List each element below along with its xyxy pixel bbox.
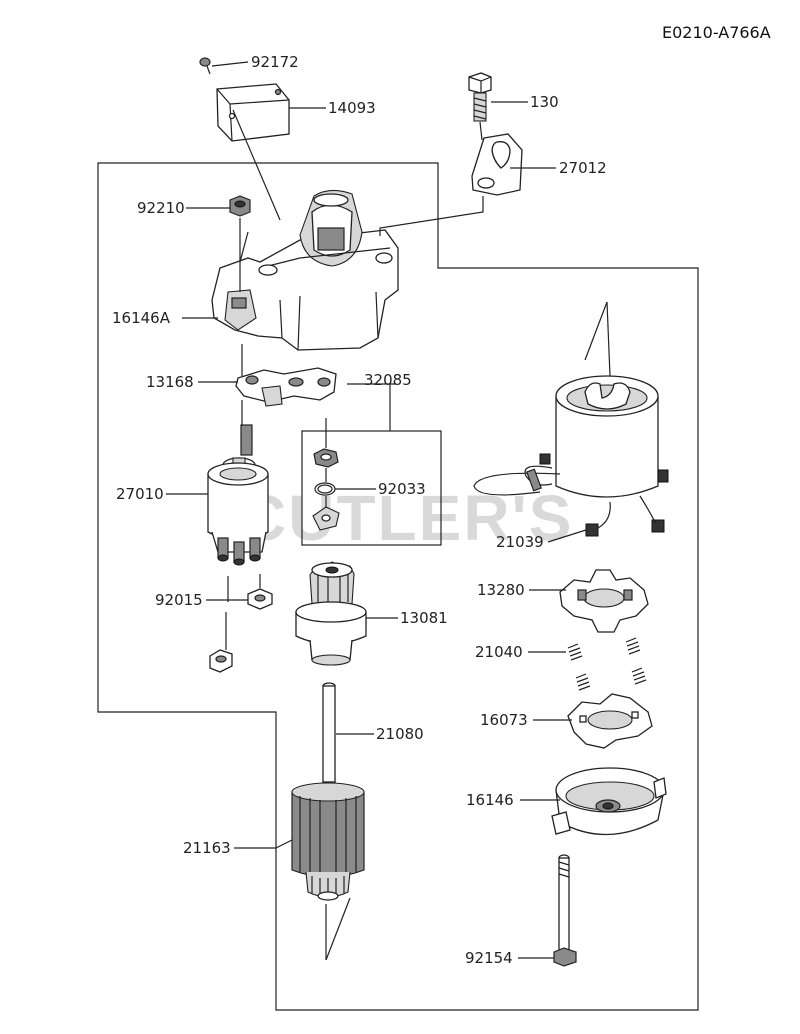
part-label-16073[interactable]: 16073	[480, 711, 528, 729]
kit-32085-box	[301, 430, 442, 546]
part-label-21163[interactable]: 21163	[183, 839, 231, 857]
part-label-16146A[interactable]: 16146A	[112, 309, 171, 327]
armature-21163-drawing	[291, 782, 365, 901]
rear-cover-16146-drawing	[551, 767, 667, 836]
through-bolt-92154-drawing	[553, 854, 577, 967]
nut-92210-drawing	[229, 195, 251, 217]
plate-16073-drawing	[567, 693, 653, 749]
part-label-92015[interactable]: 92015	[155, 591, 203, 609]
part-label-13280[interactable]: 13280	[477, 581, 525, 599]
part-label-27010[interactable]: 27010	[116, 485, 164, 503]
plate-14093-drawing	[216, 83, 290, 142]
shaft-21080-drawing	[320, 682, 338, 801]
screw-92172-drawing	[199, 57, 211, 75]
springs-21040-drawing	[567, 637, 647, 691]
nut-92015-drawing	[209, 588, 273, 673]
front-cover-16146A-drawing	[211, 189, 399, 351]
part-label-13168[interactable]: 13168	[146, 373, 194, 391]
part-label-27012[interactable]: 27012	[559, 159, 607, 177]
solenoid-27010-drawing	[207, 424, 269, 566]
part-label-92154[interactable]: 92154	[465, 949, 513, 967]
part-label-92210[interactable]: 92210	[137, 199, 185, 217]
bracket-27012-drawing	[471, 133, 523, 196]
part-label-92033[interactable]: 92033	[378, 480, 426, 498]
washer-32085-drawing	[313, 448, 339, 468]
brush-holder-13280-drawing	[559, 569, 649, 633]
assembly-lines	[166, 61, 611, 961]
diagram-code: E0210-A766A	[662, 23, 771, 42]
assembly-boundary	[97, 162, 699, 1011]
part-label-21080[interactable]: 21080	[376, 725, 424, 743]
part-label-16146[interactable]: 16146	[466, 791, 514, 809]
part-label-21039[interactable]: 21039	[496, 533, 544, 551]
part-label-92172[interactable]: 92172	[251, 53, 299, 71]
plate-32085-drawing	[312, 506, 340, 531]
part-label-21040[interactable]: 21040	[475, 643, 523, 661]
bolt-130-drawing	[468, 72, 492, 122]
pinion-clutch-13081-drawing	[295, 561, 367, 666]
part-label-13081[interactable]: 13081	[400, 609, 448, 627]
part-label-32085[interactable]: 32085	[364, 371, 412, 389]
part-label-130[interactable]: 130	[530, 93, 559, 111]
yoke-21039-drawing	[473, 375, 669, 537]
lever-13168-drawing	[235, 367, 337, 407]
part-label-14093[interactable]: 14093	[328, 99, 376, 117]
